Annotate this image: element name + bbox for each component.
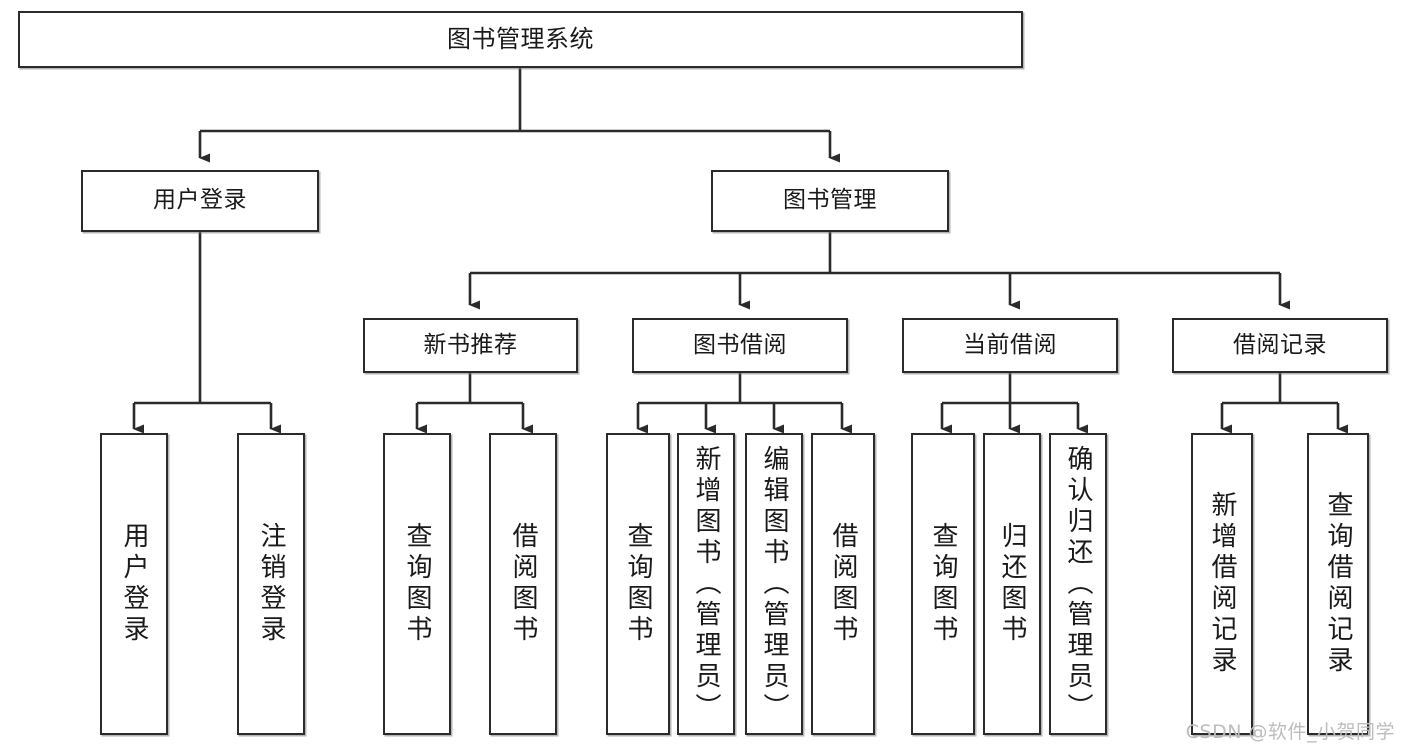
node-label: 确认归还（管理员） (1063, 445, 1093, 724)
node-label: 借阅图书 (828, 522, 858, 646)
leaf-return-book[interactable]: 归还图书 (983, 433, 1041, 735)
node-label: 图书借阅 (693, 331, 787, 358)
leaf-borrow-book-borrow[interactable]: 借阅图书 (811, 433, 875, 735)
node-label: 新增借阅记录 (1207, 491, 1237, 677)
node-label: 新增图书（管理员） (691, 445, 721, 724)
node-label: 当前借阅 (963, 331, 1057, 358)
node-label: 用户登录 (153, 187, 247, 214)
leaf-query-book-borrow[interactable]: 查询图书 (606, 433, 670, 735)
node-label: 查询图书 (928, 522, 958, 646)
leaf-confirm-return-admin[interactable]: 确认归还（管理员） (1049, 433, 1107, 735)
leaf-query-borrow-record[interactable]: 查询借阅记录 (1307, 433, 1369, 735)
node-new-book-recommend[interactable]: 新书推荐 (363, 318, 578, 373)
node-label: 编辑图书（管理员） (759, 445, 789, 724)
leaf-user-login[interactable]: 用户登录 (100, 433, 168, 735)
node-book-management[interactable]: 图书管理 (711, 170, 949, 232)
csdn-watermark: CSDN @软件_小贺同学 (1185, 721, 1395, 743)
node-label: 新书推荐 (423, 331, 518, 358)
node-label: 借阅图书 (508, 522, 538, 646)
node-label: 图书管理 (783, 187, 877, 214)
node-label: 查询图书 (402, 522, 432, 646)
leaf-add-book-admin[interactable]: 新增图书（管理员） (677, 433, 735, 735)
node-borrow-record[interactable]: 借阅记录 (1172, 318, 1388, 373)
leaf-logout[interactable]: 注销登录 (237, 433, 305, 735)
node-label: 注销登录 (256, 522, 286, 646)
node-label: 查询图书 (623, 522, 653, 646)
leaf-query-book-current[interactable]: 查询图书 (911, 433, 975, 735)
leaf-add-borrow-record[interactable]: 新增借阅记录 (1191, 433, 1253, 735)
node-root-book-management-system[interactable]: 图书管理系统 (18, 11, 1023, 68)
node-label: 图书管理系统 (447, 25, 594, 54)
node-user-login[interactable]: 用户登录 (81, 170, 319, 232)
leaf-borrow-book-recommend[interactable]: 借阅图书 (489, 433, 557, 735)
node-book-borrow[interactable]: 图书借阅 (632, 318, 848, 373)
node-label: 归还图书 (997, 522, 1027, 646)
leaf-query-book-recommend[interactable]: 查询图书 (383, 433, 451, 735)
node-current-borrow[interactable]: 当前借阅 (902, 318, 1118, 373)
node-label: 用户登录 (119, 522, 149, 646)
node-label: 借阅记录 (1233, 331, 1327, 358)
node-label: 查询借阅记录 (1323, 491, 1353, 677)
leaf-edit-book-admin[interactable]: 编辑图书（管理员） (745, 433, 803, 735)
